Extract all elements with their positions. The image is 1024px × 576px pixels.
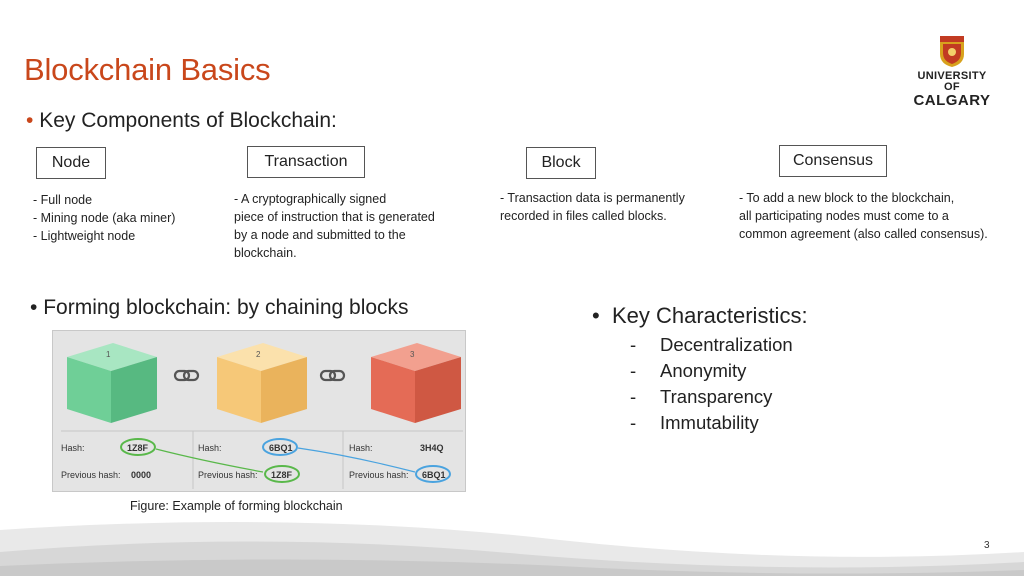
block-3-hash-label: Hash: bbox=[349, 443, 373, 453]
block-2-prev-label: Previous hash: bbox=[198, 470, 258, 480]
figure-caption: Figure: Example of forming blockchain bbox=[130, 499, 343, 513]
block-3-number: 3 bbox=[410, 350, 415, 359]
page-number: 3 bbox=[984, 540, 990, 551]
university-logo: UNIVERSITY OF CALGARY bbox=[912, 34, 992, 108]
block-1-hash: 1Z8F bbox=[127, 443, 149, 453]
component-desc-block: - Transaction data is permanently record… bbox=[500, 191, 685, 223]
characteristic-text: Anonymity bbox=[660, 360, 747, 381]
chain-link-icon bbox=[319, 369, 346, 382]
block-1-cube: 1 bbox=[67, 343, 157, 423]
block-1-prev: 0000 bbox=[131, 470, 151, 480]
bullet-key-components-text: Key Components of Blockchain: bbox=[39, 109, 337, 132]
bullet-key-components: • Key Components of Blockchain: bbox=[26, 109, 337, 133]
characteristic-text: Transparency bbox=[660, 386, 773, 407]
block-3-prev: 6BQ1 bbox=[422, 470, 446, 480]
block-2-prev: 1Z8F bbox=[271, 470, 293, 480]
list-item: -Anonymity bbox=[630, 358, 793, 384]
block-2-hash-label: Hash: bbox=[198, 443, 222, 453]
characteristic-text: Decentralization bbox=[660, 334, 793, 355]
block-1-number: 1 bbox=[106, 350, 111, 359]
footer-wave-decoration bbox=[0, 522, 1024, 576]
key-characteristics-heading: Key Characteristics: bbox=[611, 303, 808, 328]
logo-line2: CALGARY bbox=[913, 92, 991, 109]
logo-line1: UNIVERSITY OF bbox=[917, 70, 987, 93]
block-3-prev-label: Previous hash: bbox=[349, 470, 409, 480]
bullet-dot: • bbox=[26, 109, 34, 132]
component-desc-transaction: - A cryptographically signed piece of in… bbox=[234, 192, 435, 260]
component-desc-node: - Full node - Mining node (aka miner) - … bbox=[33, 193, 176, 243]
list-item: -Immutability bbox=[630, 410, 793, 436]
block-2-hash: 6BQ1 bbox=[269, 443, 293, 453]
component-desc-consensus: - To add a new block to the blockchain, … bbox=[739, 191, 988, 241]
bullet-dot: • bbox=[592, 303, 600, 328]
block-2-cube: 2 bbox=[217, 343, 307, 423]
block-3-cube: 3 bbox=[371, 343, 461, 423]
bullet-forming-blockchain: • Forming blockchain: by chaining blocks bbox=[30, 296, 409, 320]
characteristic-text: Immutability bbox=[660, 412, 759, 433]
component-box-block: Block bbox=[526, 147, 596, 179]
bullet-dot: • bbox=[30, 296, 38, 319]
list-item: -Transparency bbox=[630, 384, 793, 410]
component-box-transaction: Transaction bbox=[247, 146, 365, 178]
bullet-key-characteristics: • Key Characteristics: bbox=[592, 303, 808, 329]
component-box-node: Node bbox=[36, 147, 106, 179]
list-item: -Decentralization bbox=[630, 332, 793, 358]
crest-icon bbox=[940, 36, 964, 67]
block-1-hash-label: Hash: bbox=[61, 443, 85, 453]
bullet-forming-text: Forming blockchain: by chaining blocks bbox=[43, 296, 409, 319]
slide-title: Blockchain Basics bbox=[24, 52, 271, 87]
block-1-prev-label: Previous hash: bbox=[61, 470, 121, 480]
chain-link-icon bbox=[173, 369, 200, 382]
block-2-number: 2 bbox=[256, 350, 261, 359]
characteristics-list: -Decentralization -Anonymity -Transparen… bbox=[630, 332, 793, 436]
block-3-hash: 3H4Q bbox=[420, 443, 444, 453]
blockchain-diagram: 1 2 3 bbox=[61, 343, 463, 489]
component-box-consensus: Consensus bbox=[779, 145, 887, 177]
blockchain-figure: 1 2 3 bbox=[52, 330, 466, 492]
